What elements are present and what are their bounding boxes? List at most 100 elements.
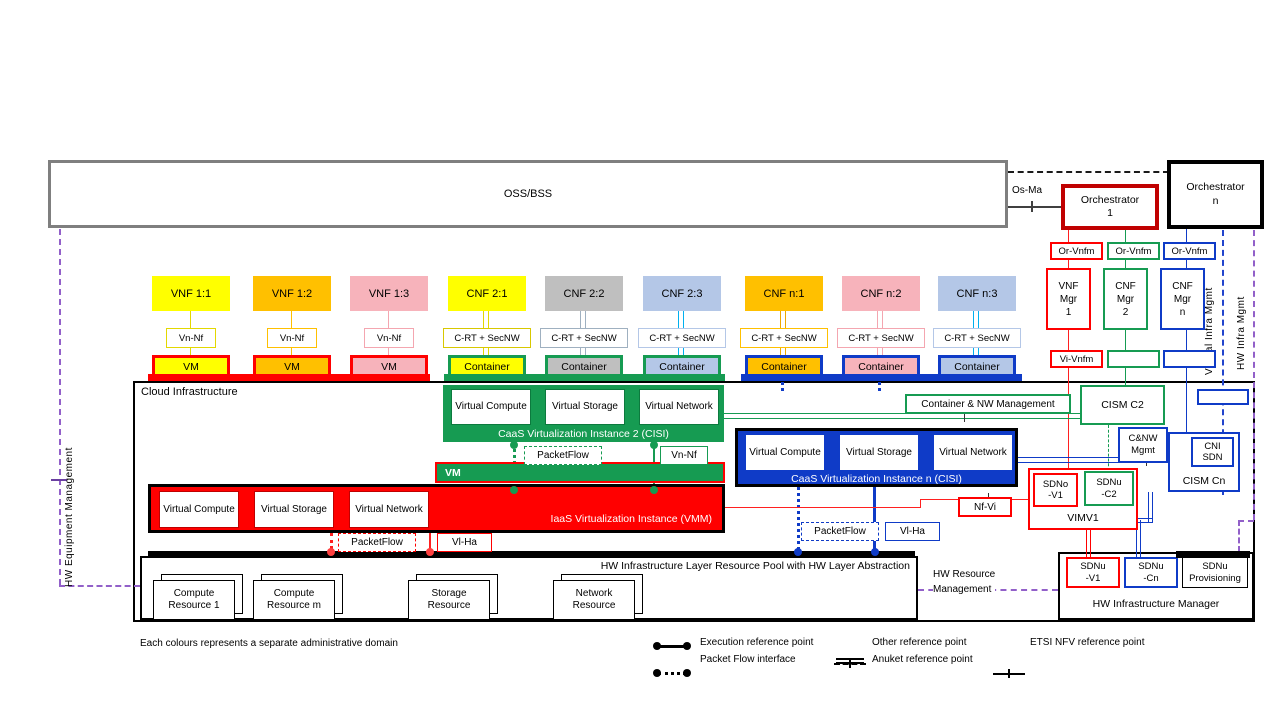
iaas-packetflow-label: PacketFlow: [338, 533, 416, 552]
vm-on-iaas-label: VM: [445, 466, 461, 479]
caasn-packetflow-line: [797, 487, 800, 556]
virtual-storage-label: Virtual Storage: [552, 401, 618, 412]
virtual-storage-label: Virtual Storage: [846, 446, 912, 458]
caasn-label-text: CaaS Virtualization Instance n (CISI): [791, 473, 962, 485]
sdnu-v1-line2: -V1: [1085, 572, 1101, 584]
vnf-1-1-box: VNF 1:1: [152, 276, 230, 311]
crt-secnw-text: C-RT + SecNW: [848, 332, 914, 344]
caasn-domain-bar: [741, 374, 1022, 381]
iaas-label: IaaS Virtualization Instance (VMM): [551, 513, 712, 525]
orchestrator-n-box: Orchestrator n: [1167, 160, 1264, 229]
iaas-virtual-network-box: Virtual Network: [349, 491, 429, 528]
iaas-block: Virtual Compute Virtual Storage Virtual …: [148, 484, 725, 533]
crt-secnw-label-4: C-RT + SecNW: [740, 328, 828, 348]
cnf-2-2-label: CNF 2:2: [563, 287, 605, 300]
crt-secnw-text: C-RT + SecNW: [649, 332, 715, 344]
legend-execution-text: Execution reference point: [700, 637, 814, 648]
vi-vnfm-text: Vi-Vnfm: [1059, 353, 1094, 365]
caas2-label: CaaS Virtualization Instance 2 (CISI): [443, 425, 724, 442]
caasn-virtual-compute-box: Virtual Compute: [745, 434, 825, 471]
orchestrator-n-line1: Orchestrator: [1186, 180, 1245, 193]
caas2-packetflow-dot-bottom: [510, 486, 518, 494]
vnnf-text: Vn-Nf: [671, 450, 697, 461]
vm-text: VM: [381, 361, 397, 373]
hw-pool-label-text: HW Infrastructure Layer Resource Pool wi…: [600, 560, 910, 572]
virtual-compute-label: Virtual Compute: [455, 401, 527, 412]
crt-secnw-label-2: C-RT + SecNW: [540, 328, 628, 348]
etsi-ref-line-icon: [993, 668, 1025, 678]
caasn-virtual-storage-box: Virtual Storage: [839, 434, 919, 471]
sdno-v1-box: SDNo -V1: [1033, 473, 1078, 507]
hw-infra-mgmt-text: HW Infra Mgmt: [1236, 296, 1247, 370]
caasn-block: Virtual Compute Virtual Storage Virtual …: [735, 428, 1018, 487]
nf-vi-line-step: [920, 499, 921, 508]
cnf-n-3-box: CNF n:3: [938, 276, 1016, 311]
vimv1-text: VIMV1: [1067, 512, 1099, 524]
vnf-mgr-line2: Mgr: [1059, 293, 1078, 305]
anuket-line-icon: [836, 658, 864, 664]
hw-infra-mgmt-jog: [1238, 520, 1254, 522]
iaas-virtual-compute-box: Virtual Compute: [159, 491, 239, 528]
legend-etsi-text: ETSI NFV reference point: [1030, 637, 1145, 648]
iaas-label-text: IaaS Virtualization Instance (VMM): [550, 513, 712, 525]
container-text: Container: [858, 361, 904, 373]
cism-cn-text: CISM Cn: [1182, 475, 1226, 487]
orchestrator-1-line1: Orchestrator: [1080, 193, 1140, 206]
resource-line2: Resource: [572, 600, 616, 611]
caas2-label-text: CaaS Virtualization Instance 2 (CISI): [498, 427, 669, 440]
hw-resource-mgmt-line2: Management: [933, 584, 992, 595]
ref-point-box-green-empty: [1107, 350, 1160, 368]
compute-resource-1-box: Compute Resource 1: [153, 580, 235, 620]
cnf-n-1-label: CNF n:1: [763, 287, 805, 300]
cism-c2-box: CISM C2: [1080, 385, 1165, 425]
legend-other-label: Other reference point: [872, 637, 967, 648]
caasn-vlha-line: [873, 487, 876, 556]
crt-secnw-text: C-RT + SecNW: [751, 332, 817, 344]
sdnu-prov-line2: Provisioning: [1189, 572, 1241, 584]
resource-line2: Resource m: [267, 600, 321, 611]
vlha-text: Vl-Ha: [899, 526, 925, 537]
caasn-packetflow-stub-1: [781, 382, 784, 391]
cnf-2-1-box: CNF 2:1: [448, 276, 526, 311]
footnote: Each colours represents a separate admin…: [140, 638, 398, 649]
compute-resource-m-stack: Compute Resource m: [253, 574, 345, 622]
cnf-n-2-box: CNF n:2: [842, 276, 920, 311]
cnw-mgmt-box: C&NW Mgmt: [1118, 427, 1168, 463]
vn-nf-text: Vn-Nf: [279, 332, 305, 344]
sdnu-v1-box: SDNu -V1: [1066, 557, 1120, 588]
sdnu-v1-line1: SDNu: [1080, 561, 1106, 573]
caasn-virtual-network-box: Virtual Network: [933, 434, 1013, 471]
container-text: Container: [464, 361, 510, 373]
resource-line1: Compute: [273, 587, 315, 599]
cnf-mgr-line1: CNF: [1115, 280, 1136, 292]
packet-flow-line-icon: [653, 668, 691, 678]
vm-text: VM: [284, 361, 300, 373]
virtual-compute-label: Virtual Compute: [749, 446, 821, 458]
or-vnfm-label-red: Or-Vnfm: [1050, 242, 1103, 260]
sdnu-cn-line1: SDNu: [1138, 561, 1164, 573]
cnf-n-3-label: CNF n:3: [956, 287, 998, 300]
legend-etsi-label: ETSI NFV reference point: [1030, 637, 1145, 648]
legend-packet-flow-text: Packet Flow interface: [700, 654, 796, 665]
vi-vnfm-label: Vi-Vnfm: [1050, 350, 1103, 368]
legend-packet-flow-label: Packet Flow interface: [700, 654, 796, 665]
anuket-line-blue: [1018, 457, 1168, 463]
container-nw-management-label: Container & NW Management: [905, 394, 1071, 414]
sdnu-prov-line1: SDNu: [1202, 561, 1228, 573]
or-vnfm-text: Or-Vnfm: [1058, 245, 1095, 257]
sdnu-provisioning-box: SDNu Provisioning: [1182, 557, 1248, 588]
os-ma-line: [1008, 206, 1062, 208]
cni-sdn-line2: SDN: [1202, 452, 1223, 463]
resource-line2: Resource: [427, 600, 471, 611]
cnf-mgr-n-box: CNF Mgr n: [1160, 268, 1205, 330]
caasn-packetflow-stub-2: [878, 382, 881, 391]
caas2-packetflow-label: PacketFlow: [524, 446, 602, 465]
cnf-n-1-box: CNF n:1: [745, 276, 823, 311]
vn-nf-label-1: Vn-Nf: [166, 328, 216, 348]
sdno-v1-line2: -V1: [1048, 490, 1063, 501]
hw-infra-mgmt-label: HW Infra Mgmt: [1236, 255, 1247, 370]
crt-secnw-label-3: C-RT + SecNW: [638, 328, 726, 348]
network-resource-box: Network Resource: [553, 580, 635, 620]
iaas-virtual-storage-box: Virtual Storage: [254, 491, 334, 528]
